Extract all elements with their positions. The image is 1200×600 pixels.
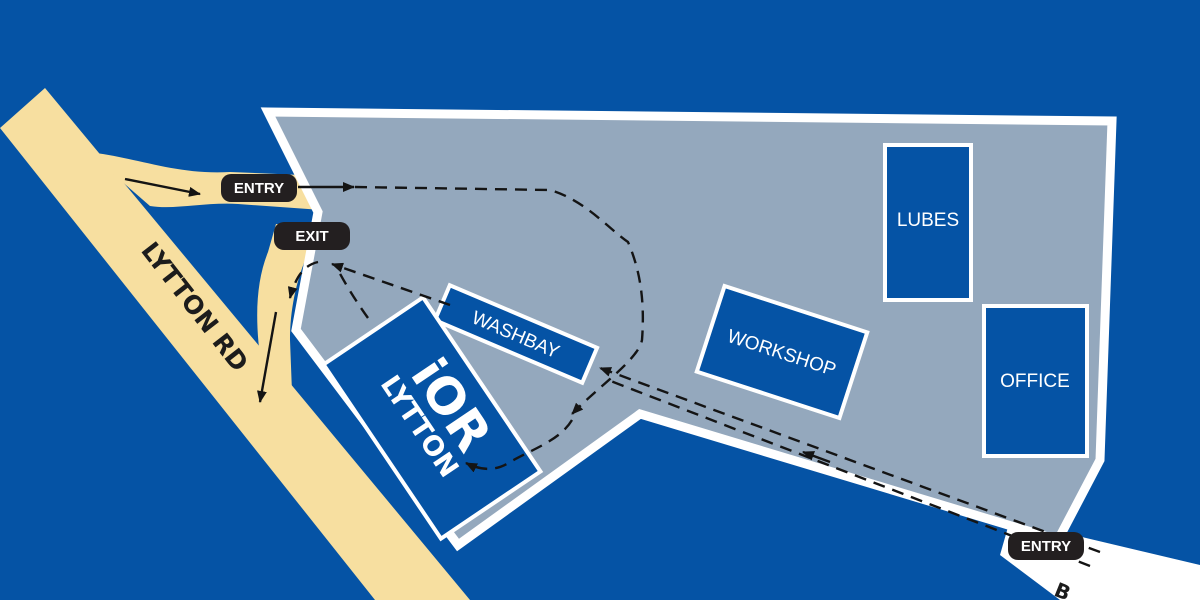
building-workshop: WORKSHOP [694, 283, 870, 421]
entry-tag-bottom-label: ENTRY [1021, 538, 1071, 555]
office-label: OFFICE [1000, 371, 1070, 392]
lytton-road [0, 88, 470, 600]
entry-tag-bottom: ENTRY [1008, 532, 1084, 560]
route-lower-entry-2 [599, 366, 1101, 554]
entry-tag-top-label: ENTRY [234, 180, 284, 197]
building-office: OFFICE [982, 304, 1089, 458]
route-entry-loop [354, 185, 645, 415]
route-lower-entry-mid-arrow [802, 450, 831, 464]
building-lubes: LUBES [883, 143, 973, 302]
entry-road-arrow [124, 177, 201, 197]
exit-tag-label: EXIT [295, 228, 328, 245]
route-exit-to-road [287, 260, 319, 299]
entry-tag-top: ENTRY [221, 174, 297, 202]
exit-tag: EXIT [274, 222, 350, 250]
lower-road-label: B [1051, 578, 1074, 600]
exit-branch-road [257, 224, 322, 392]
route-lower-entry-1 [607, 378, 1091, 568]
route-washbay-to-exit [331, 262, 451, 307]
exit-road-arrow [257, 311, 278, 403]
route-parking-loop [465, 419, 574, 473]
lubes-label: LUBES [897, 210, 959, 231]
route-exit-curve [336, 269, 369, 319]
